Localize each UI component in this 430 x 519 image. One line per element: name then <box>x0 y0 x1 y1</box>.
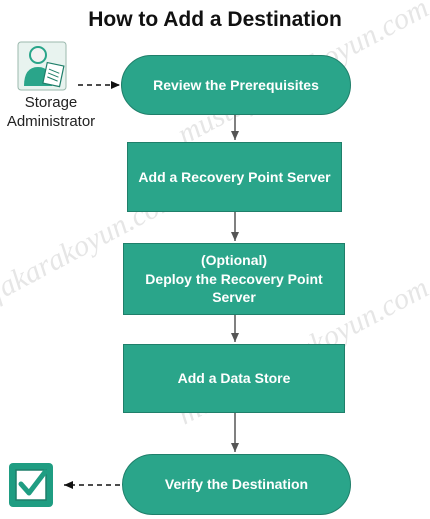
step-label: Verify the Destination <box>164 476 309 493</box>
step-label: Review the Prerequisites <box>153 76 319 93</box>
step-add-data-store: Add a Data Store <box>123 344 345 413</box>
storage-administrator-icon <box>17 41 67 91</box>
actor-label: Storage Administrator <box>6 94 96 130</box>
step-review-prerequisites: Review the Prerequisites <box>121 55 351 115</box>
step-verify-destination: Verify the Destination <box>122 454 351 515</box>
diagram-title: How to Add a Destination <box>88 8 342 31</box>
checkmark-box-icon <box>9 463 53 507</box>
step-deploy-recovery-point-server: (Optional) Deploy the Recovery Point Ser… <box>123 243 345 315</box>
step-label: Add a Data Store <box>177 370 291 387</box>
step-label: Add a Recovery Point Server <box>138 168 331 185</box>
step-label: (Optional) Deploy the Recovery Point Ser… <box>145 251 323 306</box>
step-add-recovery-point-server: Add a Recovery Point Server <box>127 142 342 212</box>
